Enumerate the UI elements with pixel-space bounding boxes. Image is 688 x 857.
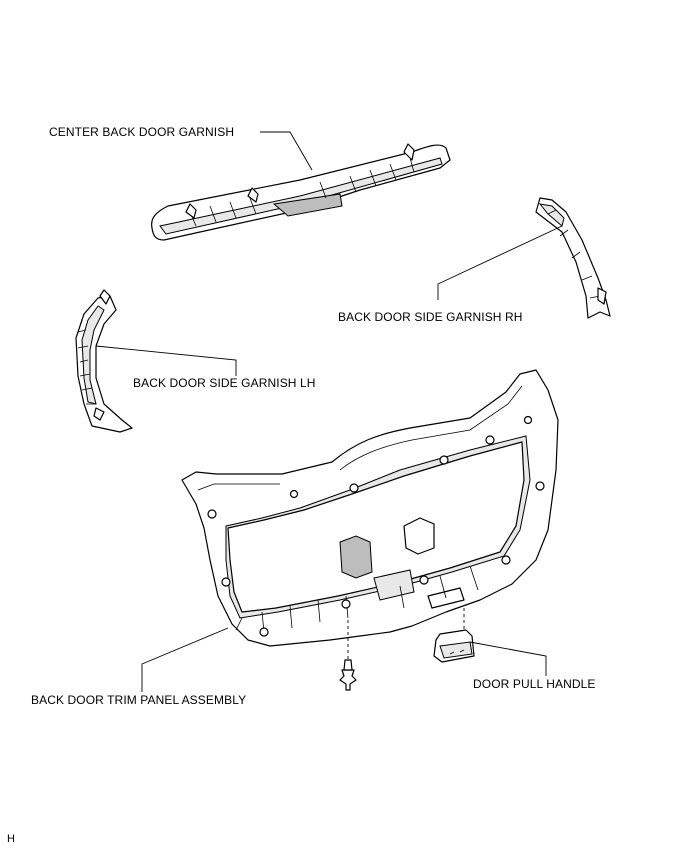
leader-side-garnish-rh [437,225,563,300]
center-back-door-garnish-part [151,143,451,241]
label-center-back-door-garnish: CENTER BACK DOOR GARNISH [49,125,235,139]
label-door-pull-handle: DOOR PULL HANDLE [473,677,596,691]
back-door-trim-panel-part [181,369,559,647]
corner-mark: H [7,833,16,845]
back-door-side-garnish-lh-part [75,289,133,433]
leader-trim-panel [141,627,229,692]
label-back-door-side-garnish-rh: BACK DOOR SIDE GARNISH RH [338,310,523,324]
label-back-door-side-garnish-lh: BACK DOOR SIDE GARNISH LH [133,376,316,390]
leader-center-garnish [260,131,313,171]
leader-pull-handle [469,641,547,676]
door-pull-handle-part [433,608,475,663]
clip-part [339,620,357,691]
back-door-side-garnish-rh-part [535,197,611,319]
leader-side-garnish-lh [95,345,237,376]
label-back-door-trim-panel-assembly: BACK DOOR TRIM PANEL ASSEMBLY [31,693,247,707]
